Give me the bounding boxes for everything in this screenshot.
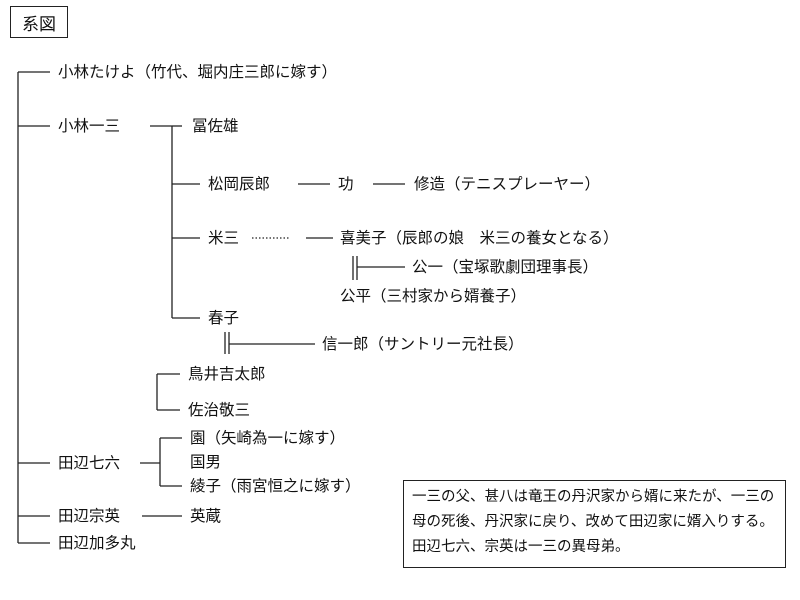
person-ayako: 綾子（雨宮恒之に嫁す） (190, 477, 361, 495)
person-tatsuro: 松岡辰郎 (208, 175, 271, 193)
diagram-title: 系図 (10, 6, 68, 38)
person-yonezo: 米三 (208, 229, 240, 247)
note-box: 一三の父、甚八は竜王の丹沢家から婿に来たが、一三の母の死後、丹沢家に戻り、改めて… (403, 480, 786, 568)
person-ichizo: 小林一三 (58, 117, 121, 135)
person-shuzo: 修造（テニスプレーヤー） (414, 175, 601, 193)
person-eizo: 英蔵 (190, 507, 222, 525)
person-keizo: 佐治敬三 (188, 401, 251, 419)
person-kadamaru: 田辺加多丸 (58, 534, 136, 552)
person-tomisao: 冨佐雄 (192, 117, 239, 135)
person-kimiko: 喜美子（辰郎の娘 米三の養女となる） (340, 229, 619, 247)
person-sono: 園（矢崎為一に嫁す） (190, 429, 346, 447)
person-kunio: 国男 (190, 453, 222, 471)
person-kichitaro: 鳥井吉太郎 (188, 365, 266, 383)
person-shinichiro: 信一郎（サントリー元社長） (322, 335, 524, 353)
person-haruko: 春子 (208, 309, 240, 327)
person-koichi: 公一（宝塚歌劇団理事長） (412, 258, 599, 276)
person-shichiroku: 田辺七六 (58, 454, 121, 472)
person-takeyo: 小林たけよ（竹代、堀内庄三郎に嫁す） (58, 63, 338, 81)
person-isao: 功 (338, 175, 354, 193)
person-sohei: 田辺宗英 (58, 507, 121, 525)
person-kohei: 公平（三村家から婿養子） (340, 287, 527, 305)
